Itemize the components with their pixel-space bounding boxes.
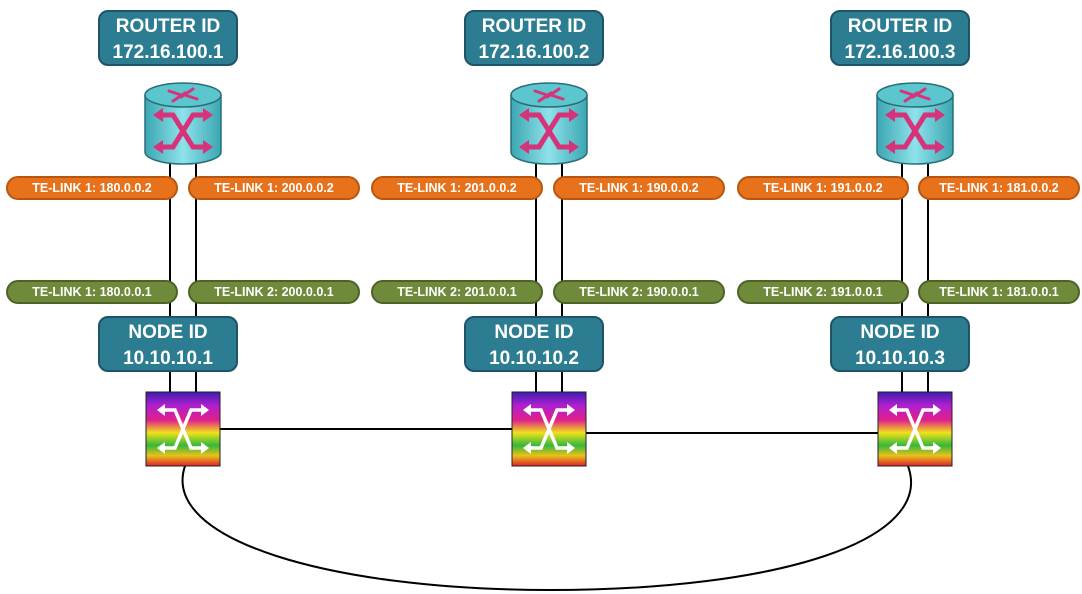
router-te-link-label: TE-LINK 1: 190.0.0.2 — [553, 176, 725, 200]
node-id-value: 10.10.10.3 — [855, 348, 945, 369]
node-te-link-label: TE-LINK 1: 180.0.0.1 — [6, 280, 178, 304]
node-te-link-label: TE-LINK 2: 201.0.0.1 — [371, 280, 543, 304]
router-id-value: 172.16.100.3 — [844, 42, 956, 63]
router-icon — [510, 82, 588, 165]
devices — [144, 82, 954, 467]
node-id-title: NODE ID — [494, 322, 574, 343]
router-id-box-1: ROUTER ID 172.16.100.1 — [98, 10, 238, 66]
router-id-value: 172.16.100.2 — [478, 42, 590, 63]
router-te-link-label: TE-LINK 1: 200.0.0.2 — [188, 176, 360, 200]
node-id-title: NODE ID — [860, 322, 940, 343]
node-id-value: 10.10.10.1 — [123, 348, 213, 369]
node-te-link-label: TE-LINK 2: 191.0.0.1 — [737, 280, 909, 304]
node-id-box-1: NODE ID 10.10.10.1 — [98, 316, 238, 372]
optical-switch-icon — [511, 391, 587, 467]
optical-switch-icon — [877, 391, 953, 467]
router-te-link-label: TE-LINK 1: 201.0.0.2 — [371, 176, 543, 200]
router-id-title: ROUTER ID — [115, 16, 221, 37]
link-lines — [169, 160, 929, 592]
node-id-value: 10.10.10.2 — [489, 348, 579, 369]
router-icon — [876, 82, 954, 165]
router-id-title: ROUTER ID — [481, 16, 587, 37]
node-id-box-3: NODE ID 10.10.10.3 — [830, 316, 970, 372]
node-te-link-label: TE-LINK 2: 200.0.0.1 — [188, 280, 360, 304]
router-id-title: ROUTER ID — [847, 16, 953, 37]
router-id-box-2: ROUTER ID 172.16.100.2 — [464, 10, 604, 66]
router-te-link-label: TE-LINK 1: 180.0.0.2 — [6, 176, 178, 200]
router-id-box-3: ROUTER ID 172.16.100.3 — [830, 10, 970, 66]
node-te-link-label: TE-LINK 1: 181.0.0.1 — [918, 280, 1080, 304]
node-te-link-label: TE-LINK 2: 190.0.0.1 — [553, 280, 725, 304]
router-icon — [144, 82, 222, 165]
node-id-box-2: NODE ID 10.10.10.2 — [464, 316, 604, 372]
optical-switch-icon — [145, 391, 221, 467]
router-te-link-label: TE-LINK 1: 191.0.0.2 — [737, 176, 909, 200]
fiber-link — [181, 465, 912, 592]
router-id-value: 172.16.100.1 — [112, 42, 224, 63]
router-te-link-label: TE-LINK 1: 181.0.0.2 — [918, 176, 1080, 200]
node-id-title: NODE ID — [128, 322, 208, 343]
